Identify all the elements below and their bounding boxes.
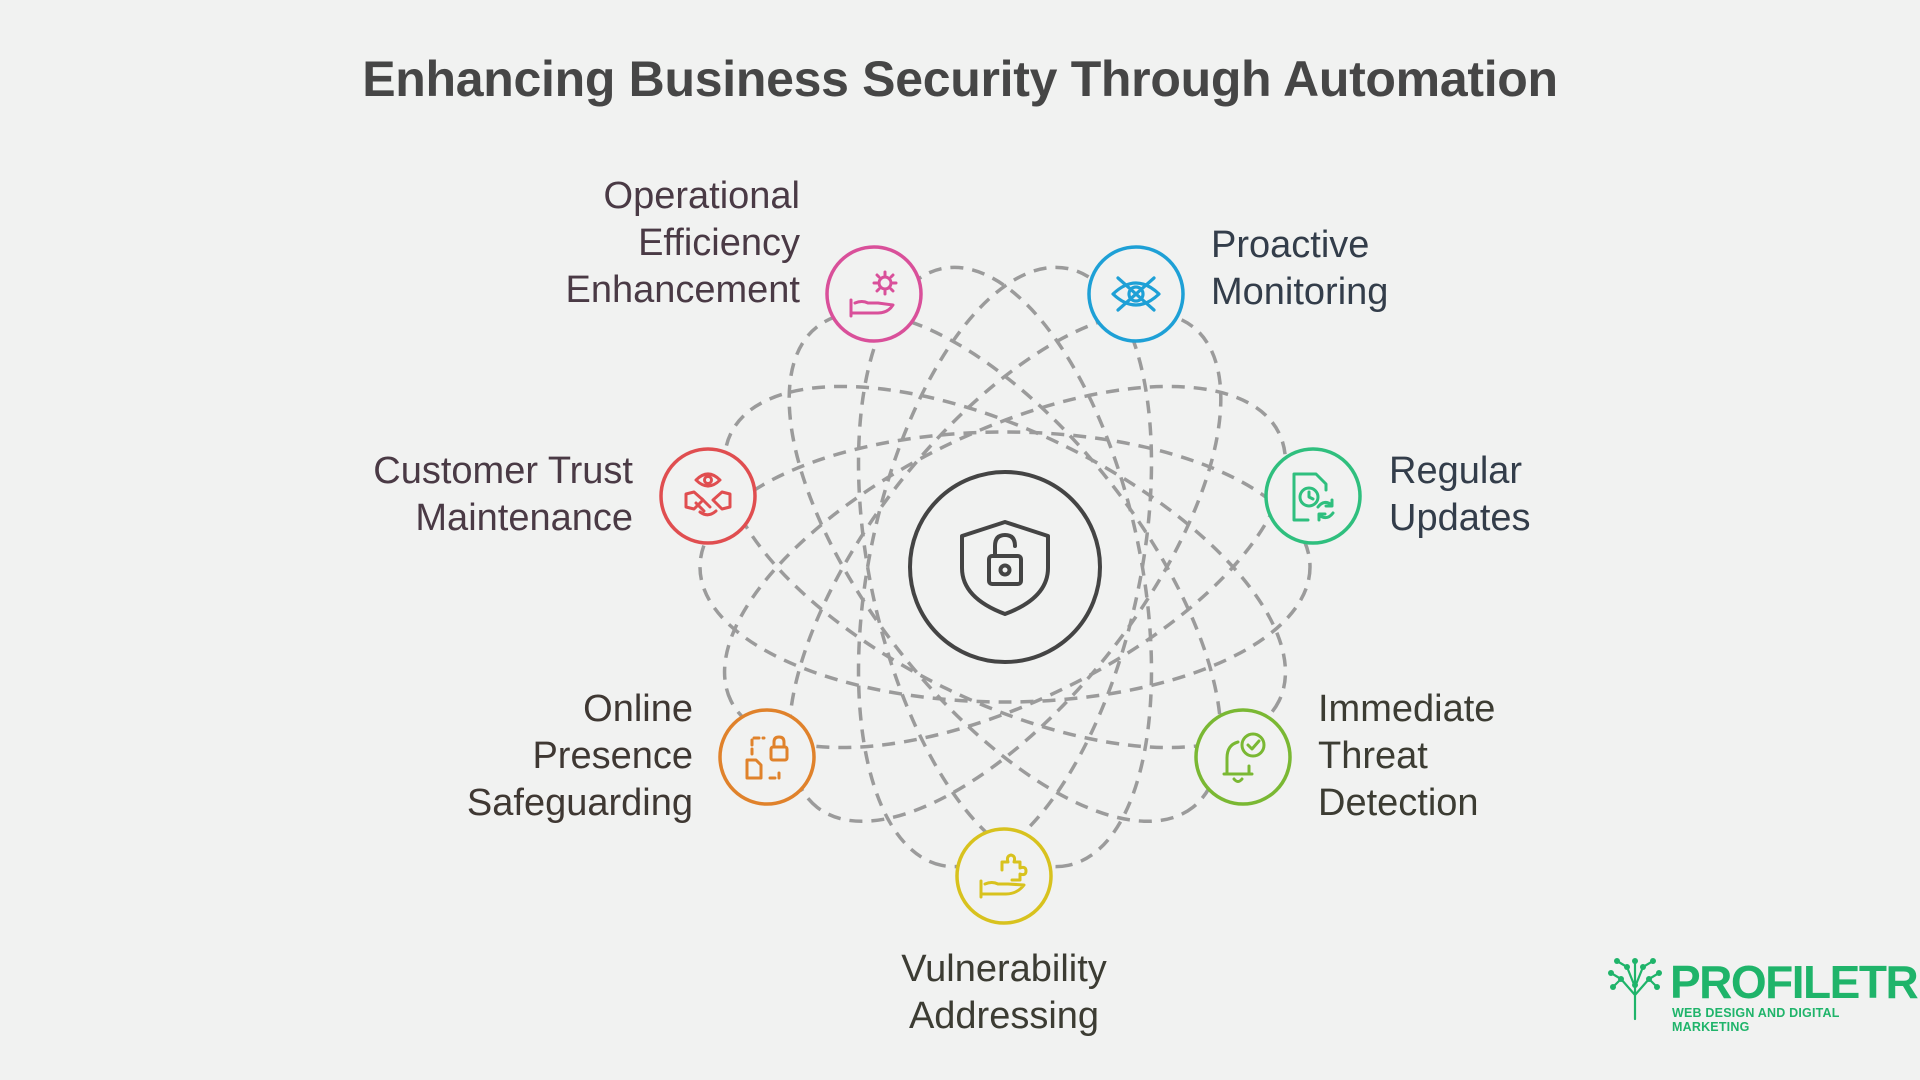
node-immediate-threat-detection [1194,708,1292,806]
label-line: Maintenance [415,497,633,539]
label-customer-trust: Customer Trust Maintenance [373,448,633,542]
document-refresh-icon [1292,472,1335,522]
handshake-eye-icon [684,472,732,517]
node-online-presence [718,708,816,806]
label-regular-updates: Regular Updates [1389,448,1531,542]
hand-puzzle-icon [979,853,1028,899]
label-line: Operational [603,175,800,217]
orbit-ellipse [698,430,1312,704]
orbit-ellipse [787,310,1223,824]
label-line: Regular [1389,450,1523,492]
orbit-ellipse [856,265,1154,869]
orbit-ellipse [722,384,1288,750]
label-line: Proactive [1211,224,1370,266]
label-operational-efficiency: Operational Efficiency Enhancement [566,173,801,314]
files-lock-icon [745,735,789,780]
node-proactive-monitoring [1087,245,1185,343]
hand-gear-icon [849,270,898,318]
label-line: Monitoring [1211,271,1389,313]
label-line: Threat [1318,735,1428,777]
logo-tagline: WEB DESIGN AND DIGITAL MARKETING [1672,1006,1840,1034]
label-proactive-monitoring: Proactive Monitoring [1211,222,1388,316]
center-hub [908,470,1102,664]
logo-wordmark: PROFILETREE [1670,956,1920,1008]
tree-network-icon [1608,958,1662,1021]
label-vulnerability-addressing: Vulnerability Addressing [854,946,1154,1040]
node-customer-trust [659,447,757,545]
label-line: Updates [1389,497,1531,539]
label-line: Safeguarding [466,782,693,824]
label-line: Efficiency [638,222,800,264]
label-line: Presence [532,735,693,777]
label-line: Customer Trust [373,450,633,492]
node-vulnerability-addressing [955,827,1053,925]
label-line: Enhancement [565,269,801,311]
shield-lock-icon [960,520,1050,616]
bell-check-icon [1222,732,1266,783]
label-line: Detection [1318,782,1479,824]
label-line: Vulnerability [901,948,1107,990]
orbit-ellipse [787,310,1223,824]
label-immediate-threat-detection: Immediate Threat Detection [1318,686,1495,827]
label-line: Addressing [908,995,1100,1037]
orbit-ellipse [856,265,1154,869]
orbit-ellipses [698,265,1312,869]
eye-icon [1111,276,1161,312]
label-line: Immediate [1318,688,1496,730]
profiletree-logo: PROFILETREE WEB DESIGN AND DIGITAL MARKE… [1605,955,1920,1034]
node-operational-efficiency [825,245,923,343]
label-online-presence: Online Presence Safeguarding [467,686,693,827]
orbit-ellipse [722,384,1288,750]
page-title: Enhancing Business Security Through Auto… [362,51,1558,107]
label-line: Online [583,688,693,730]
node-regular-updates [1264,447,1362,545]
